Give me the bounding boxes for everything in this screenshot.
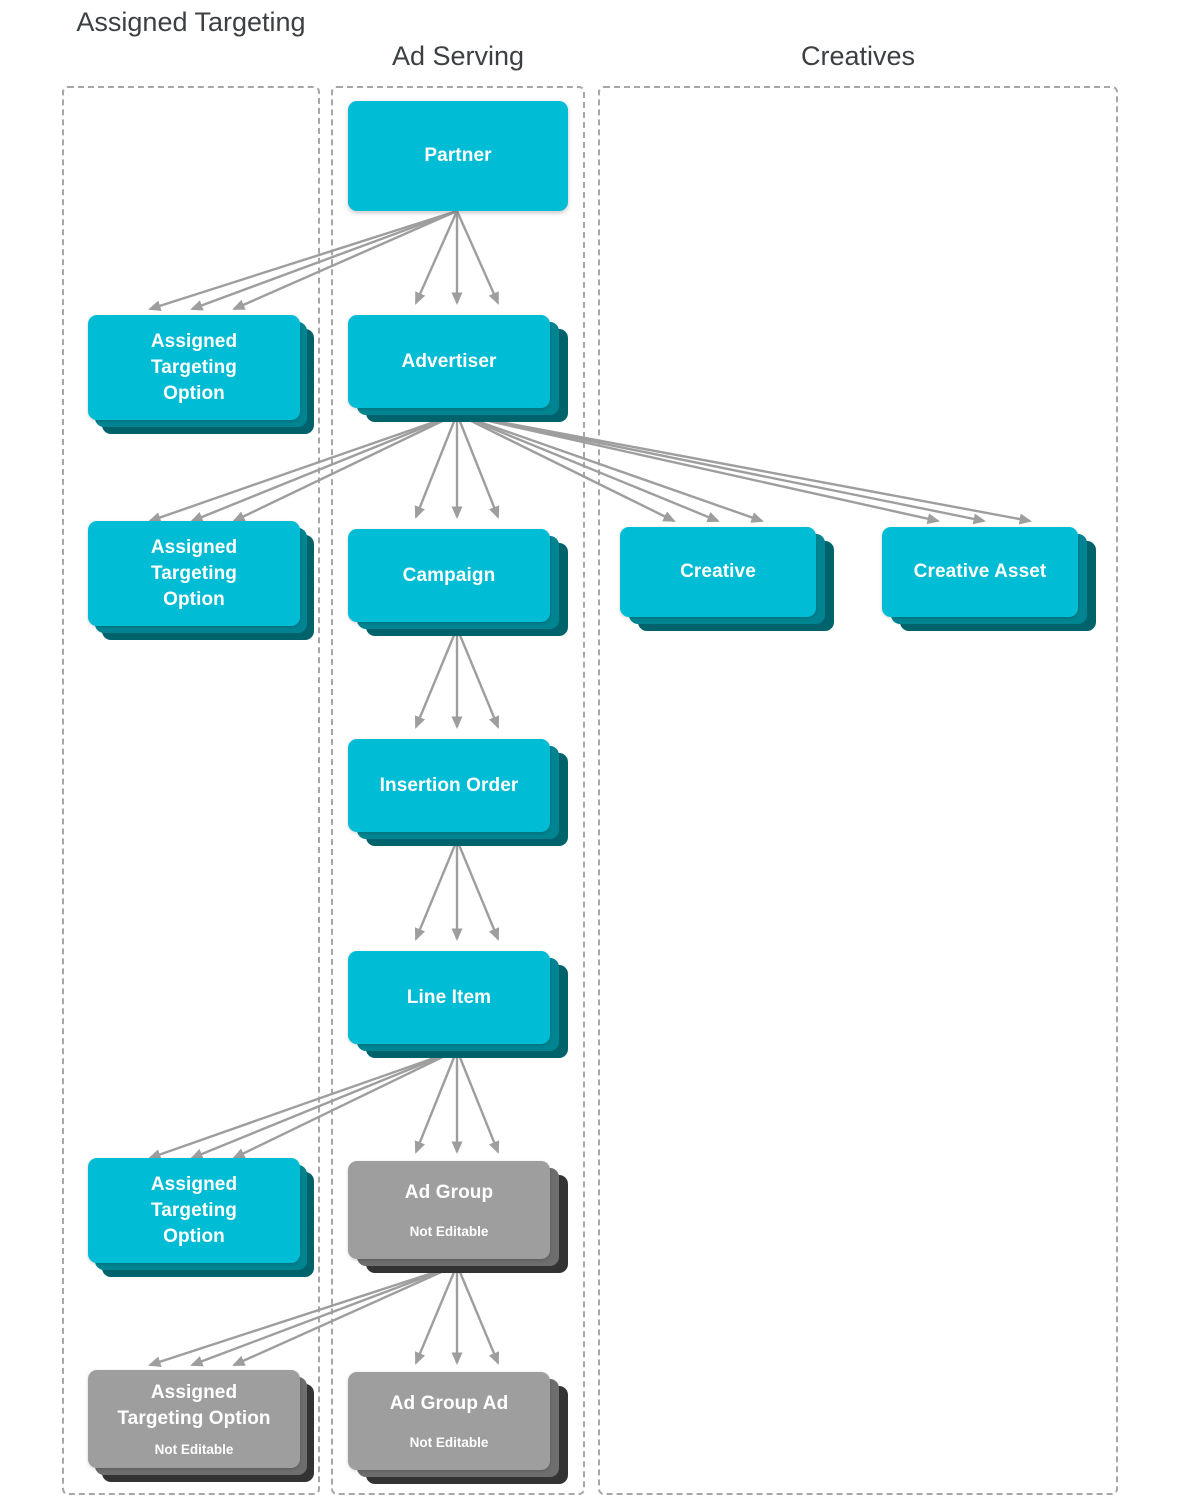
node-line-item[interactable]: Line Item <box>348 951 568 1058</box>
node-campaign[interactable]: Campaign <box>348 529 568 636</box>
node-creative-asset-label: Creative Asset <box>913 561 1047 582</box>
node-ato-partner-front[interactable]: Assigned Targeting Option <box>88 315 300 420</box>
node-ad-group-ad-status: Not Editable <box>409 1435 489 1450</box>
node-ato-advertiser-label: Assigned Targeting Option <box>150 536 238 610</box>
node-ad-group-ad-label: Ad Group Ad <box>389 1393 509 1414</box>
node-ad-group-ad[interactable]: Ad Group Ad Not Editable <box>348 1372 568 1484</box>
node-creative-asset[interactable]: Creative Asset <box>882 527 1096 631</box>
node-line-item-front[interactable]: Line Item <box>348 951 550 1044</box>
node-line-item-label: Line Item <box>406 986 492 1008</box>
node-partner[interactable]: Partner <box>348 101 568 211</box>
column-container-assigned-targeting <box>62 86 320 1495</box>
node-advertiser-front[interactable]: Advertiser <box>348 315 550 408</box>
node-ad-group[interactable]: Ad Group Not Editable <box>348 1161 568 1273</box>
node-ato-advertiser[interactable]: Assigned Targeting Option <box>88 521 314 640</box>
node-ato-partner[interactable]: Assigned Targeting Option <box>88 315 314 434</box>
node-insertion-order-label: Insertion Order <box>379 774 519 796</box>
node-creative-front[interactable]: Creative <box>620 527 816 617</box>
node-creative-asset-front[interactable]: Creative Asset <box>882 527 1078 617</box>
node-ato-ad-group-status: Not Editable <box>154 1442 234 1457</box>
node-ad-group-status: Not Editable <box>409 1224 489 1239</box>
node-ato-line-item[interactable]: Assigned Targeting Option <box>88 1158 314 1277</box>
node-ato-line-item-label: Assigned Targeting Option <box>150 1173 238 1247</box>
column-title-creatives: Creatives <box>800 41 916 71</box>
node-ato-advertiser-front[interactable]: Assigned Targeting Option <box>88 521 300 626</box>
node-insertion-order-front[interactable]: Insertion Order <box>348 739 550 832</box>
node-partner-label: Partner <box>424 145 492 166</box>
column-title-assigned-targeting: Assigned Targeting <box>76 7 306 37</box>
node-campaign-front[interactable]: Campaign <box>348 529 550 622</box>
node-creative-label: Creative <box>680 561 756 582</box>
node-ato-ad-group-label: Assigned Targeting Option <box>117 1382 271 1429</box>
node-campaign-label: Campaign <box>402 564 496 586</box>
column-container-creatives <box>598 86 1118 1495</box>
node-ad-group-front[interactable]: Ad Group Not Editable <box>348 1161 550 1259</box>
node-ato-line-item-front[interactable]: Assigned Targeting Option <box>88 1158 300 1263</box>
node-ato-partner-label: Assigned Targeting Option <box>150 330 238 404</box>
column-container-ad-serving <box>331 86 585 1495</box>
node-insertion-order[interactable]: Insertion Order <box>348 739 568 846</box>
node-advertiser-label: Advertiser <box>401 350 497 372</box>
node-advertiser[interactable]: Advertiser <box>348 315 568 422</box>
node-ad-group-label: Ad Group <box>404 1182 494 1203</box>
node-ato-ad-group-front[interactable]: Assigned Targeting Option Not Editable <box>88 1370 300 1468</box>
node-ad-group-ad-front[interactable]: Ad Group Ad Not Editable <box>348 1372 550 1470</box>
node-ato-ad-group[interactable]: Assigned Targeting Option Not Editable <box>88 1370 314 1482</box>
column-title-ad-serving: Ad Serving <box>391 41 525 71</box>
node-partner-front[interactable]: Partner <box>348 101 568 211</box>
node-creative[interactable]: Creative <box>620 527 834 631</box>
